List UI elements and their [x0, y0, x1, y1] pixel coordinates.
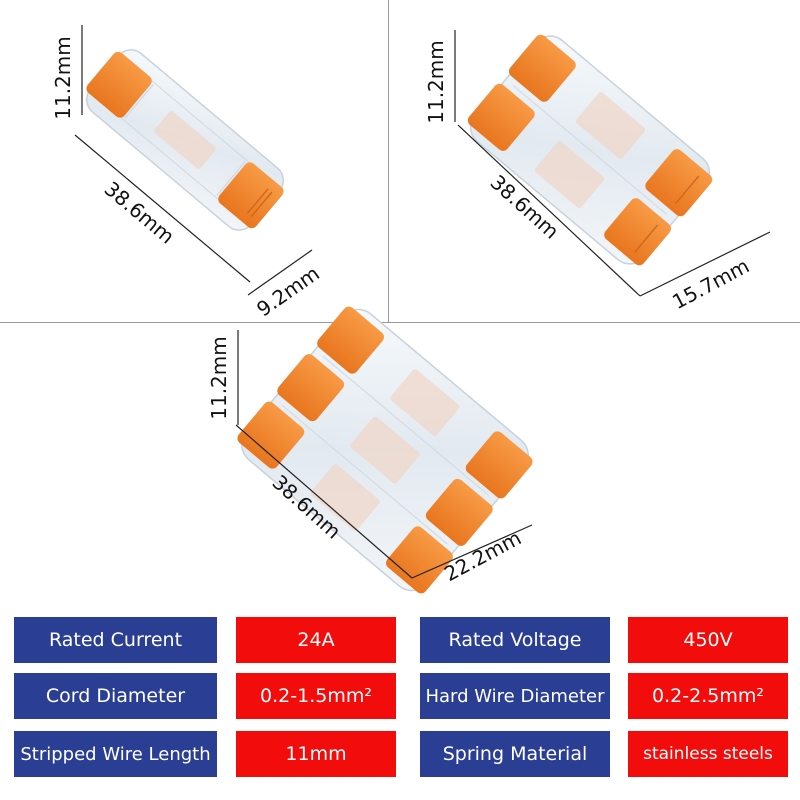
dim-width-2: 15.7mm	[668, 254, 753, 314]
spec-table: Rated Current 24A Rated Voltage 450V Cor…	[0, 600, 800, 800]
connector-1way	[74, 25, 313, 296]
spec-value-rated-voltage: 450V	[628, 617, 788, 663]
spec-value-hard-wire-diameter: 0.2-2.5mm²	[628, 673, 788, 719]
dim-width-1: 9.2mm	[252, 261, 324, 321]
dim-height-1: 11.2mm	[51, 36, 75, 120]
spec-label-stripped-wire-length: Stripped Wire Length	[14, 731, 217, 777]
lever-left	[86, 51, 152, 118]
spec-label-hard-wire-diameter: Hard Wire Diameter	[420, 673, 610, 719]
horizontal-divider	[0, 322, 800, 323]
spec-value-cord-diameter: 0.2-1.5mm²	[236, 673, 396, 719]
spec-value-stripped-wire-length: 11mm	[236, 731, 396, 777]
product-illustration: 11.2mm 38.6mm 9.2mm 11.2mm 38.6mm 15.7mm	[51, 25, 771, 594]
spec-label-rated-current: Rated Current	[14, 617, 217, 663]
dim-height-3: 11.2mm	[207, 336, 231, 420]
spec-label-rated-voltage: Rated Voltage	[420, 617, 610, 663]
spec-value-spring-material: stainless steels	[628, 731, 788, 777]
connector-2way	[454, 30, 771, 297]
spec-label-cord-diameter: Cord Diameter	[14, 673, 217, 719]
vertical-divider	[388, 0, 389, 322]
spec-value-rated-current: 24A	[236, 617, 396, 663]
connector-3way	[235, 306, 533, 594]
lever-right	[218, 162, 284, 229]
dim-height-2: 11.2mm	[424, 40, 448, 124]
spec-label-spring-material: Spring Material	[420, 731, 610, 777]
